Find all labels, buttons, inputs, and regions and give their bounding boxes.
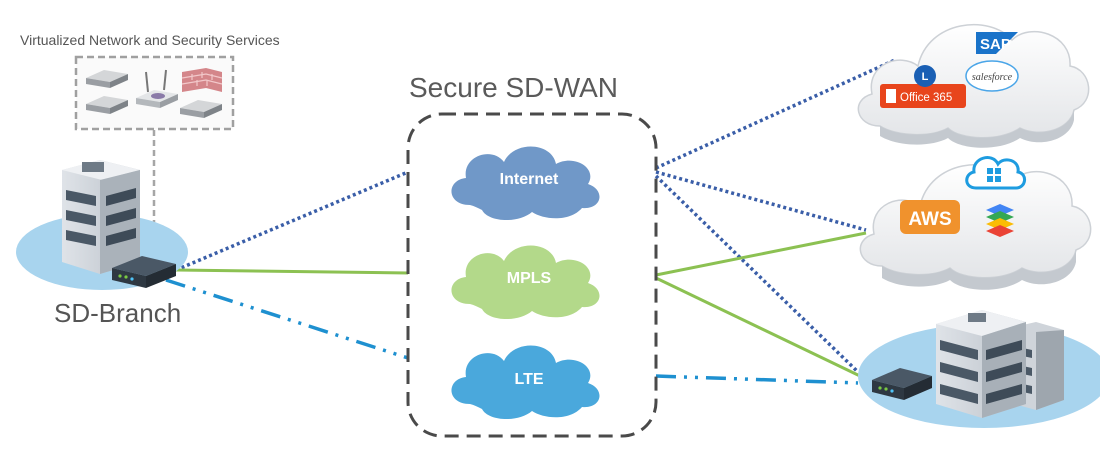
transport-label-mpls: MPLS — [507, 270, 552, 287]
sd-branch-site — [16, 160, 188, 290]
aws-logo-text: AWS — [908, 209, 951, 230]
office365-logo: Office 365 L — [880, 65, 966, 108]
iaas-cloud: AWS — [859, 156, 1092, 290]
virtualized-services-box — [74, 55, 235, 131]
datacenter-site — [858, 310, 1100, 428]
transport-label-internet: Internet — [500, 171, 559, 188]
sdwan-appliance-icon — [112, 256, 176, 288]
connections — [152, 58, 896, 385]
internet-link-branch — [175, 170, 409, 272]
salesforce-logo: salesforce — [965, 60, 1019, 92]
lync-icon-glyph: L — [922, 71, 929, 83]
salesforce-logo-text: salesforce — [972, 72, 1013, 83]
mpls-cloud — [451, 245, 600, 320]
branch-label: SD-Branch — [54, 298, 182, 328]
gcp-icon — [986, 204, 1014, 237]
aws-logo: AWS — [900, 200, 960, 234]
lte-link-branch — [165, 278, 409, 360]
server-icon — [86, 96, 128, 114]
lync-icon — [914, 65, 936, 87]
sdwan-appliance-icon — [872, 368, 932, 400]
lte-cloud — [451, 345, 600, 420]
sdwan-dashed-border — [406, 112, 658, 438]
secure-sdwan-container: Internet MPLS LTE — [406, 112, 658, 438]
mpls-link-dc — [655, 276, 861, 378]
building-icon — [936, 310, 1026, 418]
mpls-link-branch — [175, 268, 409, 275]
server-icon — [86, 70, 128, 88]
internet-link-dc — [654, 174, 860, 374]
lte-link-dc — [655, 374, 859, 385]
saas-cloud: SAP salesforce Office 365 L — [857, 23, 1090, 148]
internet-cloud — [451, 146, 600, 221]
mpls-link-iaas — [655, 231, 867, 277]
server-icon — [180, 100, 222, 118]
office365-icon — [886, 89, 896, 103]
sdwan-title: Secure SD-WAN — [409, 72, 619, 103]
azure-cloud-icon — [965, 156, 1026, 190]
building-icon — [62, 160, 140, 274]
windows-icon — [987, 168, 1001, 182]
office365-logo-text: Office 365 — [900, 92, 952, 104]
router-icon — [136, 69, 178, 108]
services-title: Virtualized Network and Security Service… — [20, 32, 280, 48]
sap-logo-text: SAP — [980, 36, 1011, 53]
transport-label-lte: LTE — [514, 371, 543, 388]
sap-logo: SAP — [976, 32, 1018, 54]
firewall-icon — [181, 68, 223, 92]
internet-link-saas — [655, 58, 896, 170]
internet-link-iaas — [655, 170, 867, 232]
